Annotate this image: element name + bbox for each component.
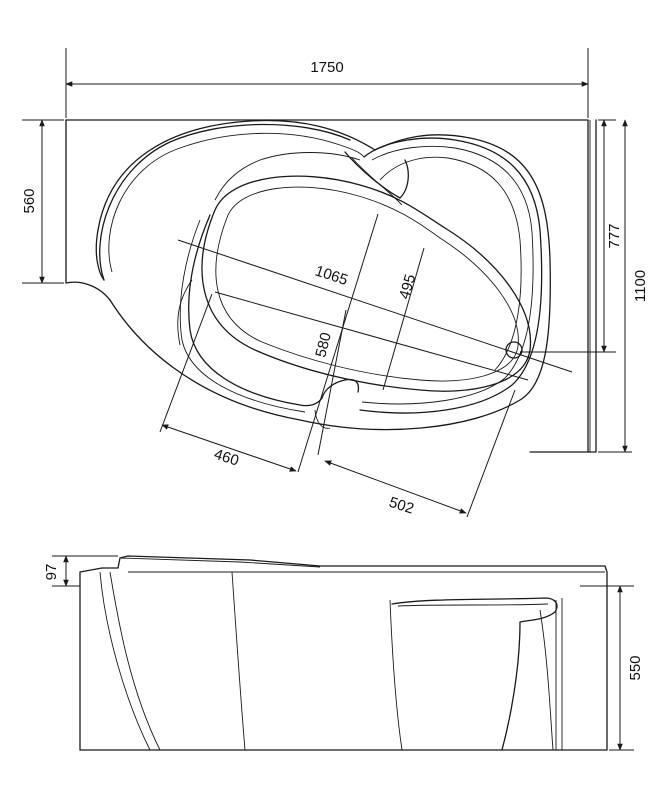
dim-label-1750: 1750: [310, 59, 343, 76]
dim-label-550: 550: [627, 655, 644, 680]
tub-rim-inner-1: [99, 123, 351, 281]
top-view: [22, 48, 632, 518]
dim-label-580: 580: [312, 331, 335, 359]
drain-icon: [505, 341, 523, 359]
top-view-frame: [65, 119, 589, 453]
dim-label-460: 460: [212, 446, 241, 470]
dim-label-97: 97: [43, 564, 60, 581]
bowl-outer: [201, 175, 532, 392]
side-view-seat: [391, 597, 558, 751]
side-view: [52, 555, 634, 751]
bowl-inner: [215, 186, 519, 382]
side-view-body: [79, 555, 608, 751]
dim-label-777: 777: [606, 223, 623, 248]
line-1065: [177, 239, 573, 373]
dim-label-1100: 1100: [632, 270, 649, 302]
dim-label-502: 502: [387, 494, 416, 518]
dim-label-495: 495: [396, 272, 419, 301]
tub-outer-rim: [65, 119, 551, 431]
dim-label-1065: 1065: [313, 262, 350, 288]
headrest-lobe: [359, 137, 543, 414]
dim-label-560: 560: [21, 188, 38, 213]
top-view-right-wall: [587, 119, 597, 453]
